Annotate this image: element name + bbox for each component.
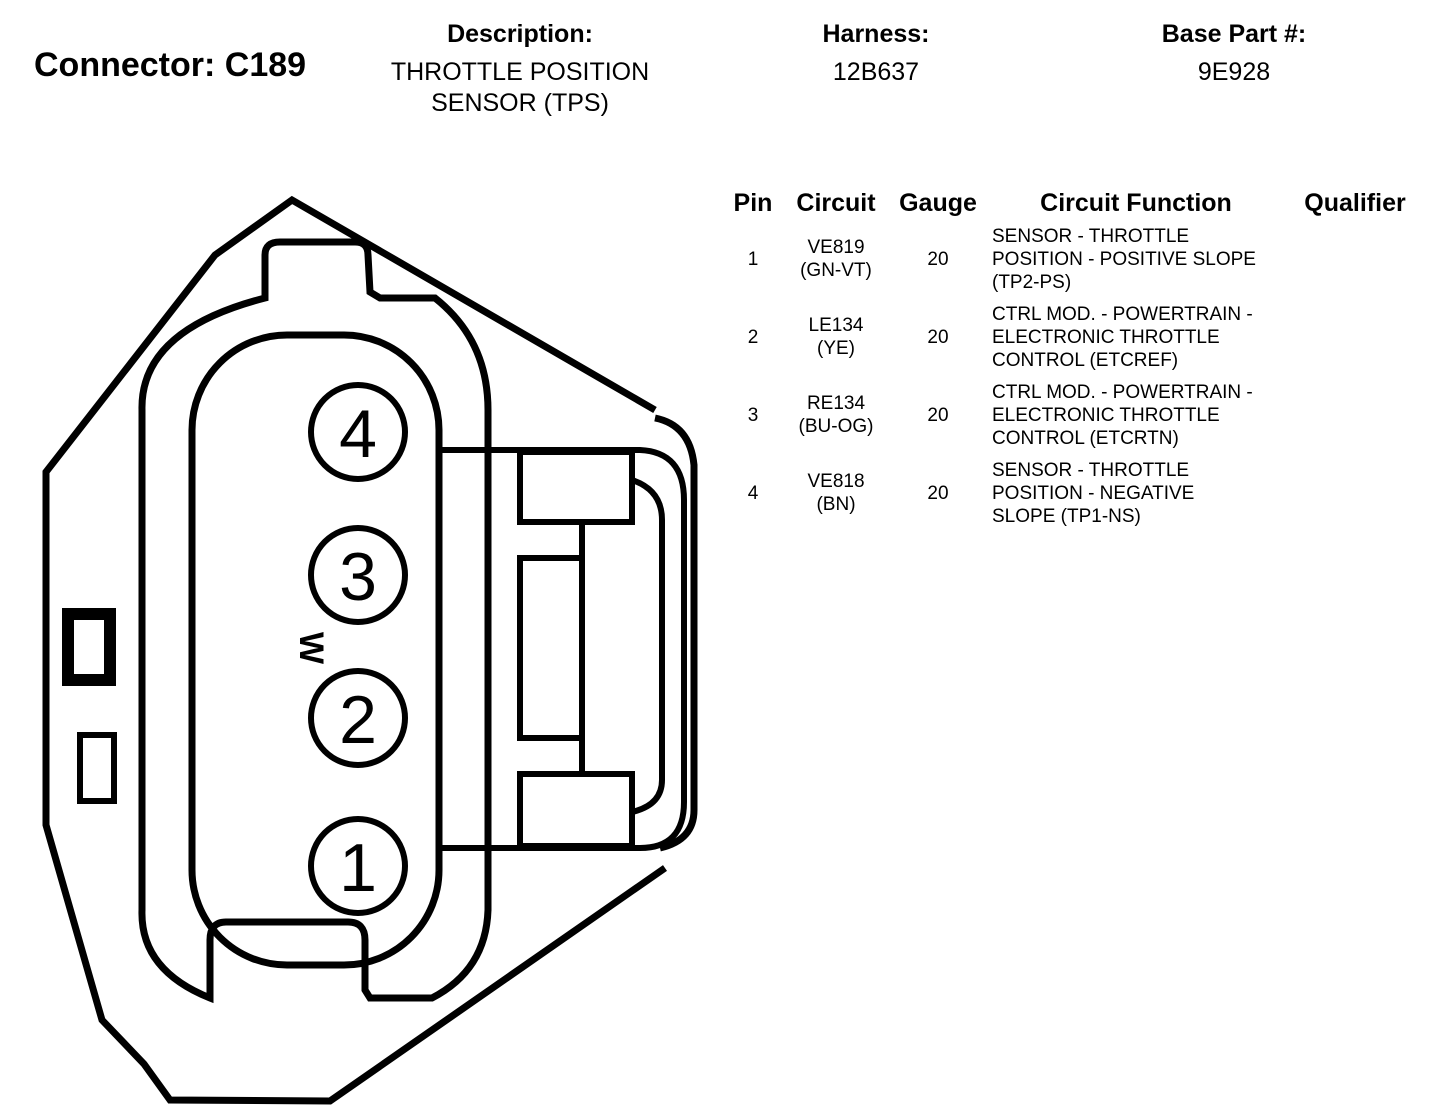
pin-table-header: Pin Circuit Gauge Circuit Function Quali… bbox=[728, 186, 1420, 220]
row-circuit: LE134(YE) bbox=[778, 298, 894, 376]
latch-block-top bbox=[517, 449, 635, 525]
header-circuit-function: Circuit Function bbox=[1040, 188, 1232, 217]
harness-block: Harness: 12B637 bbox=[776, 19, 976, 88]
connector-inner-body bbox=[138, 238, 492, 1004]
side-mark: W bbox=[292, 632, 330, 665]
connector-title: Connector: C189 bbox=[34, 46, 307, 84]
row-circuit: VE818(BN) bbox=[778, 454, 894, 532]
pin-1-label: 1 bbox=[339, 830, 377, 906]
pin-cavity bbox=[188, 331, 443, 969]
base-part-label: Base Part #: bbox=[1161, 20, 1307, 48]
pin-2-label: 2 bbox=[339, 682, 377, 758]
pin-2-circle bbox=[308, 668, 408, 768]
pin-3: 3 bbox=[308, 525, 408, 625]
description-value: THROTTLE POSITION SENSOR (TPS) bbox=[390, 58, 650, 117]
row-function: CTRL MOD. - POWERTRAIN - ELECTRONIC THRO… bbox=[992, 381, 1253, 449]
latch-block-middle bbox=[517, 555, 585, 741]
header-gauge: Gauge bbox=[899, 188, 977, 217]
row-pin: 4 bbox=[747, 482, 759, 504]
pin-1: 1 bbox=[308, 816, 408, 916]
description-block: Description: THROTTLE POSITION SENSOR (T… bbox=[340, 19, 700, 119]
row-pin: 2 bbox=[747, 326, 759, 348]
base-part-block: Base Part #: 9E928 bbox=[1134, 19, 1334, 88]
table-row: 1 VE819(GN-VT) 20 SENSOR - THROTTLE POSI… bbox=[728, 220, 1420, 298]
circuit-color: (BU-OG) bbox=[798, 416, 874, 437]
row-pin: 3 bbox=[747, 404, 759, 426]
pin-table: Pin Circuit Gauge Circuit Function Quali… bbox=[728, 186, 1420, 532]
row-gauge: 20 bbox=[927, 482, 949, 504]
row-gauge: 20 bbox=[927, 326, 949, 348]
latch-tab-inner bbox=[630, 477, 665, 815]
circuit-id: VE819 bbox=[807, 237, 865, 258]
harness-value: 12B637 bbox=[832, 58, 920, 86]
row-function: SENSOR - THROTTLE POSITION - POSITIVE SL… bbox=[992, 225, 1256, 293]
row-qualifier bbox=[1290, 220, 1420, 298]
table-row: 4 VE818(BN) 20 SENSOR - THROTTLE POSITIO… bbox=[728, 454, 1420, 532]
table-row: 3 RE134(BU-OG) 20 CTRL MOD. - POWERTRAIN… bbox=[728, 376, 1420, 454]
base-part-value: 9E928 bbox=[1197, 58, 1271, 86]
row-function: CTRL MOD. - POWERTRAIN - ELECTRONIC THRO… bbox=[992, 303, 1253, 371]
row-qualifier bbox=[1290, 298, 1420, 376]
header-circuit: Circuit bbox=[796, 188, 876, 217]
row-pin: 1 bbox=[747, 248, 759, 270]
connector-housing-outline bbox=[42, 195, 667, 1105]
circuit-id: LE134 bbox=[808, 315, 864, 336]
pin-2: 2 bbox=[308, 668, 408, 768]
circuit-id: VE818 bbox=[807, 471, 865, 492]
pin-4-circle bbox=[308, 382, 408, 482]
connector-diagram: 4 3 2 1 W bbox=[42, 195, 698, 1105]
pin-4: 4 bbox=[308, 382, 408, 482]
circuit-color: (BN) bbox=[816, 494, 856, 515]
latch-block-bottom bbox=[517, 771, 635, 849]
description-label: Description: bbox=[447, 20, 593, 48]
side-square-inner bbox=[74, 620, 104, 674]
pin-3-circle bbox=[308, 525, 408, 625]
latch-tab-outline bbox=[440, 447, 687, 851]
row-gauge: 20 bbox=[927, 404, 949, 426]
pin-4-label: 4 bbox=[339, 396, 377, 472]
side-slot bbox=[77, 732, 117, 804]
row-function: SENSOR - THROTTLE POSITION - NEGATIVE SL… bbox=[992, 459, 1195, 527]
header-qualifier: Qualifier bbox=[1304, 188, 1406, 217]
row-qualifier bbox=[1290, 376, 1420, 454]
row-circuit: RE134(BU-OG) bbox=[778, 376, 894, 454]
harness-label: Harness: bbox=[822, 20, 930, 48]
header-pin: Pin bbox=[733, 188, 773, 217]
circuit-color: (GN-VT) bbox=[800, 260, 872, 281]
table-row: 2 LE134(YE) 20 CTRL MOD. - POWERTRAIN - … bbox=[728, 298, 1420, 376]
pin-3-label: 3 bbox=[339, 539, 377, 615]
row-gauge: 20 bbox=[927, 248, 949, 270]
circuit-id: RE134 bbox=[806, 393, 866, 414]
pin-1-circle bbox=[308, 816, 408, 916]
row-qualifier bbox=[1290, 454, 1420, 532]
row-circuit: VE819(GN-VT) bbox=[778, 220, 894, 298]
circuit-color: (YE) bbox=[817, 338, 855, 359]
housing-latch-arc bbox=[654, 414, 698, 852]
